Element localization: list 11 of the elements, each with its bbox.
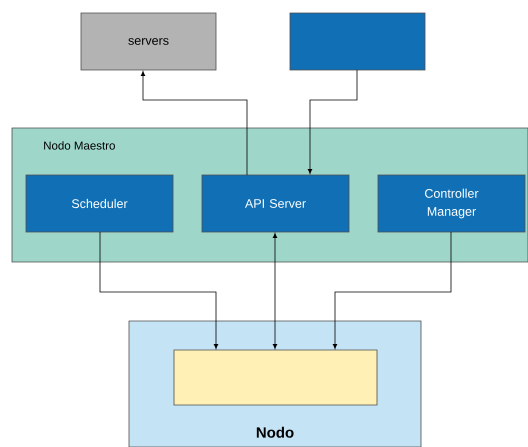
arrow xyxy=(272,233,278,349)
component-box: Scheduler xyxy=(26,174,174,232)
arrow xyxy=(140,71,248,176)
component-box: API Server xyxy=(202,174,350,232)
agent-box xyxy=(174,350,378,406)
server-box: servers xyxy=(80,12,216,70)
arrow xyxy=(332,232,452,349)
tool-box xyxy=(290,12,426,70)
arrow xyxy=(308,70,358,174)
component-box: Controller Manager xyxy=(378,174,526,232)
arrow xyxy=(100,232,218,349)
